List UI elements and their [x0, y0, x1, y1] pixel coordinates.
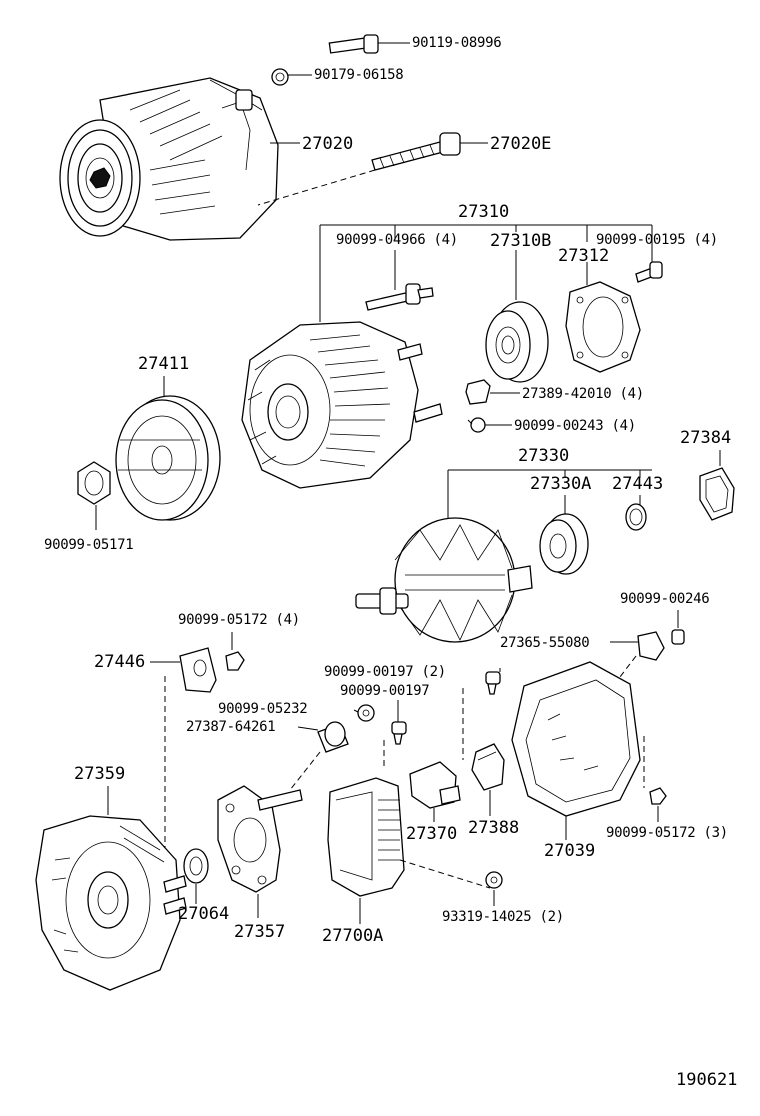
label-screw-terminal: 90099-00246 [620, 591, 710, 607]
bearing-rear-drawing [539, 513, 589, 575]
rear-cover-drawing [511, 661, 645, 840]
label-pulley: 27411 [138, 354, 190, 374]
bearing-front-drawing [485, 301, 549, 383]
label-screw-small: 90099-00243 (4) [514, 418, 636, 434]
label-nut-top: 90179-06158 [314, 67, 404, 83]
rectifier-drawing [217, 785, 303, 918]
brush-holder-drawing [409, 761, 461, 822]
label-rear-end-frame: 27359 [74, 764, 126, 784]
screw-small-drawing [467, 417, 512, 433]
pulley-nut-drawing [77, 461, 111, 530]
label-bolt-top: 90119-08996 [412, 35, 502, 51]
label-pulley-nut: 90099-05171 [44, 537, 134, 553]
label-screw-two: 90099-00197 (2) [324, 664, 446, 680]
frame-bracket-lines [319, 224, 653, 322]
label-bearing-front: 27310B [490, 231, 552, 251]
screw-pair-drawing [383, 668, 501, 770]
holder-cover-drawing [471, 743, 505, 816]
regulator-drawing [327, 777, 491, 924]
drive-end-frame-drawing [241, 321, 443, 489]
nut-top-drawing [271, 68, 312, 86]
terminal-bolt-drawing [289, 704, 375, 791]
label-brush-holder: 27370 [406, 824, 458, 844]
label-regulator: 27700A [322, 926, 384, 946]
pulley-drawing [115, 376, 221, 521]
label-holder-cover: 27388 [468, 818, 520, 838]
label-screw-retainer: 90099-00195 (4) [596, 232, 718, 248]
label-nut-three: 90099-05172 (3) [606, 825, 728, 841]
collar-drawing [183, 848, 209, 904]
label-rear-cover: 27039 [544, 841, 596, 861]
stud-bolt-drawing [365, 283, 434, 311]
label-screw-0197: 90099-00197 [340, 683, 430, 699]
bearing-cover-drawing [625, 503, 647, 531]
rotor-drawing [355, 517, 533, 643]
label-washer: 93319-14025 (2) [442, 909, 564, 925]
washer-drawing [485, 871, 503, 906]
through-bolt-drawing [257, 132, 488, 206]
screw-retainer-drawing [635, 261, 663, 283]
nut-three-drawing [649, 787, 667, 822]
label-nut-four: 90099-05172 (4) [178, 612, 300, 628]
label-drive-end-frame: 27310 [458, 202, 510, 222]
label-bearing-rear: 27330A [530, 474, 592, 494]
label-through-bolt: 27020E [490, 134, 552, 154]
label-collar: 27064 [178, 904, 230, 924]
insulator-plate-drawing [150, 632, 245, 850]
bolt-top-drawing [328, 34, 410, 54]
insulator-drawing [699, 450, 735, 521]
label-insulator: 27384 [680, 428, 732, 448]
label-nut-5232: 90099-05232 [218, 701, 308, 717]
label-clip: 27389-42010 (4) [522, 386, 644, 402]
label-rectifier: 27357 [234, 922, 286, 942]
alternator-assembly-drawing [59, 77, 300, 241]
label-terminal-insulator: 27365-55080 [500, 635, 590, 651]
label-bearing-cover: 27443 [612, 474, 664, 494]
label-stud-bolt: 90099-04966 (4) [336, 232, 458, 248]
clip-drawing [465, 379, 520, 405]
label-rotor-assy: 27330 [518, 446, 570, 466]
label-insulator-plate: 27446 [94, 652, 146, 672]
label-terminal-bolt: 27387-64261 [186, 719, 276, 735]
rear-end-frame-drawing [35, 786, 187, 991]
label-retainer-plate: 27312 [558, 246, 610, 266]
retainer-plate-drawing [565, 281, 641, 373]
terminal-screw-drawing [609, 610, 685, 691]
label-alternator-assy: 27020 [302, 134, 354, 154]
figure-number: 190621 [676, 1070, 738, 1090]
